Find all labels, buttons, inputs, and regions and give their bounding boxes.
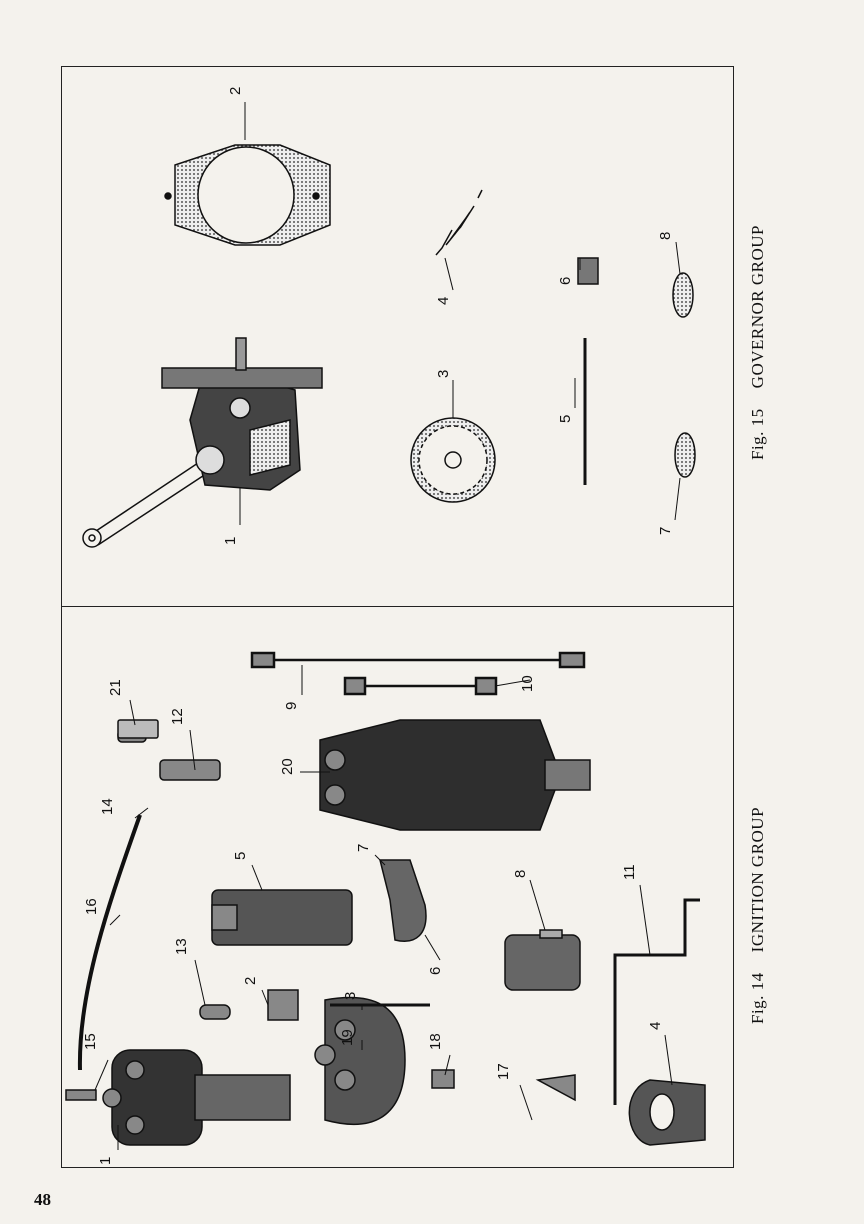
ign-callout-1: 1 bbox=[97, 1157, 114, 1165]
spring-drawing bbox=[436, 190, 482, 255]
gear-drawing bbox=[411, 418, 495, 502]
solenoid-drawing bbox=[505, 930, 580, 990]
ign-callout-12: 12 bbox=[169, 708, 186, 725]
ign-callout-9: 9 bbox=[283, 702, 300, 710]
starter-motor-drawing bbox=[320, 720, 590, 830]
ign-callout-21: 21 bbox=[107, 679, 124, 696]
gov-callout-3: 3 bbox=[435, 370, 452, 378]
ign-callout-7: 7 bbox=[355, 844, 372, 852]
clamp-drawing bbox=[380, 860, 426, 941]
ign-callout-3: 3 bbox=[342, 992, 359, 1000]
fig14-label: Fig. 14 bbox=[748, 972, 767, 1024]
distributor-drawing bbox=[103, 1050, 290, 1145]
crank-handle-drawing bbox=[615, 900, 700, 1105]
coil-drawing bbox=[212, 890, 352, 945]
gov-callout-4: 4 bbox=[435, 297, 452, 305]
fig15-title: GOVERNOR GROUP bbox=[748, 225, 767, 388]
governor-assembly-drawing bbox=[83, 338, 322, 547]
gov-callout-8: 8 bbox=[657, 232, 674, 240]
gov-callout-1: 1 bbox=[222, 537, 239, 545]
ign-callout-11: 11 bbox=[621, 864, 638, 880]
ign-callout-14: 14 bbox=[99, 798, 116, 815]
gasket-drawing bbox=[165, 145, 330, 245]
fig14-title: IGNITION GROUP bbox=[748, 807, 767, 952]
ign-callout-4: 4 bbox=[647, 1022, 664, 1030]
bracket-drawing bbox=[629, 1080, 705, 1145]
gov-callout-6: 6 bbox=[557, 277, 574, 285]
ign-callout-19: 19 bbox=[339, 1029, 356, 1046]
gov-callout-5: 5 bbox=[557, 415, 574, 423]
ign-callout-5: 5 bbox=[232, 852, 249, 860]
ign-callout-15: 15 bbox=[82, 1033, 99, 1050]
gov-callout-2: 2 bbox=[227, 87, 244, 95]
ign-callout-8: 8 bbox=[512, 870, 529, 878]
ign-callout-16: 16 bbox=[83, 898, 100, 915]
gov-callout-7: 7 bbox=[657, 527, 674, 535]
ign-callout-20: 20 bbox=[279, 758, 296, 775]
distributor-cap-drawing bbox=[315, 998, 405, 1125]
ign-callout-6: 6 bbox=[427, 967, 444, 975]
ign-callout-2: 2 bbox=[242, 977, 259, 985]
ign-callout-10: 10 bbox=[519, 675, 536, 692]
small-bracket-drawing bbox=[578, 258, 598, 284]
cable-drawing bbox=[80, 815, 140, 1070]
fig15-label: Fig. 15 bbox=[748, 408, 767, 460]
fig15-caption: Fig. 15 GOVERNOR GROUP bbox=[748, 225, 768, 460]
ign-callout-13: 13 bbox=[173, 938, 190, 955]
link-drawings bbox=[673, 273, 695, 477]
ign-callout-18: 18 bbox=[427, 1033, 444, 1050]
page-number: 48 bbox=[34, 1190, 51, 1210]
fig14-caption: Fig. 14 IGNITION GROUP bbox=[748, 807, 768, 1024]
ign-callout-17: 17 bbox=[495, 1063, 512, 1080]
